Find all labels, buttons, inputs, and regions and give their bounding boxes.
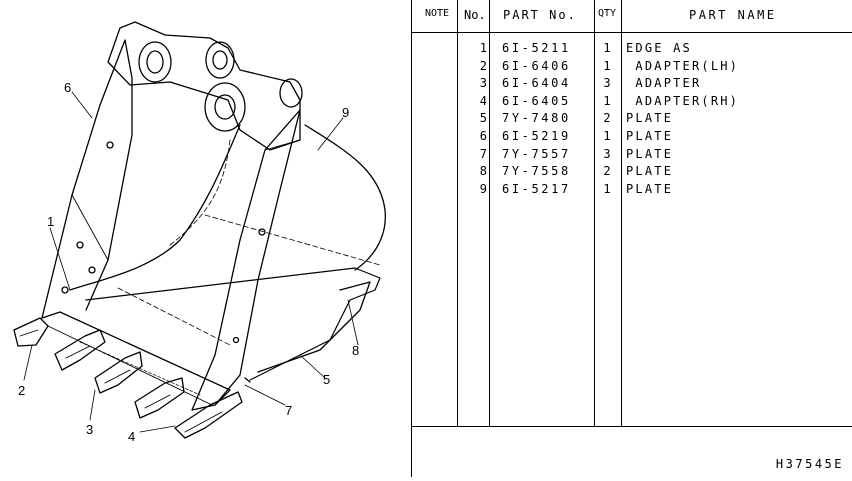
bucket-diagram: 1 2 3 4 5 6 7 8 9	[0, 0, 410, 477]
row-number: 6	[479, 129, 487, 143]
row-quantity: 1	[603, 181, 611, 196]
header-part-name: PART NAME	[689, 8, 777, 22]
header-qty: QTY	[598, 8, 617, 19]
callout-4: 4	[128, 429, 136, 444]
row-part-number: 7Y-7480	[502, 111, 571, 126]
table-row: 2 6I-6406 1 ADAPTER(LH)	[411, 58, 852, 75]
row-part-name: ADAPTER(LH)	[626, 58, 740, 73]
cutting-edge	[41, 311, 231, 406]
row-number: 9	[479, 181, 487, 196]
row-quantity: 1	[603, 58, 611, 73]
header-part-no: PART No.	[503, 8, 577, 22]
row-number: 7	[479, 146, 487, 161]
table-row: 1 6I-5211 1 EDGE AS	[411, 40, 852, 57]
callout-7: 7	[285, 403, 293, 418]
callout-5: 5	[323, 372, 331, 387]
table-row: 7 7Y-7557 3 PLATE	[411, 146, 852, 163]
row-part-name: PLATE	[626, 164, 674, 179]
header-note: NOTE	[425, 8, 450, 19]
table-row: 5 7Y-7480 2 PLATE	[411, 110, 852, 127]
callout-2: 2	[18, 383, 26, 398]
row-part-name: ADAPTER	[626, 76, 702, 91]
row-part-number: 6I-6404	[502, 76, 571, 91]
row-number: 3	[479, 76, 487, 91]
row-part-name: EDGE AS	[626, 41, 692, 55]
table-row: 6 6I-5219 1 PLATE	[411, 128, 852, 145]
row-part-number: 6I-5211	[502, 41, 571, 55]
tooth-adapter-1	[54, 329, 106, 371]
table-row: 9 6I-5217 1 PLATE	[411, 181, 852, 198]
wrapper-plate	[304, 124, 386, 271]
row-part-name: PLATE	[626, 129, 674, 143]
row-quantity: 2	[603, 164, 611, 179]
row-part-number: 7Y-7557	[502, 146, 571, 161]
callout-1: 1	[47, 214, 55, 229]
row-part-name: PLATE	[626, 181, 674, 196]
row-part-number: 6I-6406	[502, 58, 571, 73]
row-part-number: 7Y-7558	[502, 164, 571, 179]
callout-9: 9	[342, 105, 350, 120]
row-number: 1	[479, 41, 487, 55]
row-part-number: 6I-6405	[502, 93, 571, 108]
callout-8: 8	[352, 343, 360, 358]
tooth-adapter-2	[94, 351, 143, 394]
row-number: 5	[479, 111, 487, 126]
wear-plate	[257, 281, 371, 373]
parts-list-table: NOTE No. PART No. QTY PART NAME 1 6I-5211…	[411, 0, 852, 477]
table-row: 3 6I-6404 3 ADAPTER	[411, 75, 852, 92]
row-part-name: PLATE	[626, 111, 674, 126]
drawing-code: H37545E	[775, 457, 844, 471]
row-quantity: 2	[603, 111, 611, 126]
row-part-name: ADAPTER(RH)	[626, 93, 740, 108]
tooth-adapter-lh	[13, 317, 49, 347]
row-number: 4	[479, 93, 487, 108]
table-row: 8 7Y-7558 2 PLATE	[411, 163, 852, 180]
left-side-plate	[41, 39, 133, 319]
tooth-adapter-3	[134, 377, 185, 419]
bucket-drawing	[13, 21, 386, 439]
row-quantity: 1	[603, 129, 611, 143]
row-part-number: 6I-5219	[502, 129, 571, 143]
row-quantity: 1	[603, 93, 611, 108]
mounting-bracket	[107, 21, 301, 151]
callout-3: 3	[86, 422, 94, 437]
row-quantity: 3	[603, 146, 611, 161]
row-part-number: 6I-5217	[502, 181, 571, 196]
tooth-adapter-rh	[174, 391, 243, 439]
row-part-name: PLATE	[626, 146, 674, 161]
row-number: 8	[479, 164, 487, 179]
callout-6: 6	[64, 80, 72, 95]
row-quantity: 3	[603, 76, 611, 91]
row-number: 2	[479, 58, 487, 73]
table-row: 4 6I-6405 1 ADAPTER(RH)	[411, 93, 852, 110]
row-quantity: 1	[603, 41, 611, 55]
header-no: No.	[464, 8, 486, 22]
right-side-plate	[191, 109, 301, 411]
